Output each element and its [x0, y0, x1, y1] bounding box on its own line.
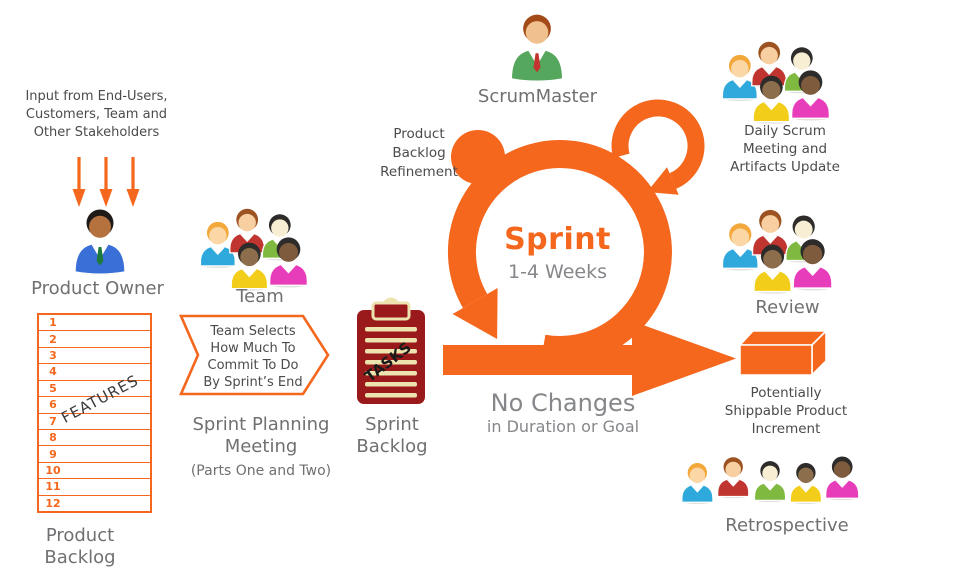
sprint-planning-sublabel: (Parts One and Two)	[190, 463, 332, 479]
output-arrow-head-icon	[632, 321, 736, 396]
product-owner-label: Product Owner	[31, 278, 164, 299]
product-owner-icon	[70, 203, 130, 275]
backlog-row: 5	[39, 381, 150, 398]
refinement-label: Product Backlog Refinement	[380, 126, 458, 180]
backlog-row: 9	[39, 446, 150, 463]
output-arrow-shaft	[443, 345, 635, 375]
daily-scrum-label: Daily Scrum Meeting and Artifacts Update	[730, 123, 840, 175]
backlog-row: 2	[39, 331, 150, 348]
increment-label: Potentially Shippable Product Increment	[724, 385, 848, 437]
sprint-backlog-label: Sprint Backlog	[356, 414, 428, 457]
no-changes-subtitle: in Duration or Goal	[486, 417, 640, 436]
scrum-master-icon	[506, 8, 568, 82]
retrospective-icon	[678, 448, 864, 510]
product-backlog-label: Product Backlog	[44, 525, 116, 568]
product-increment-icon	[740, 331, 827, 376]
input-arrows-icon	[72, 157, 140, 207]
sprint-title: Sprint	[504, 222, 611, 257]
backlog-row: 7	[39, 414, 150, 430]
sprint-planning-label: Sprint Planning Meeting	[192, 414, 330, 457]
review-icon	[718, 206, 856, 295]
backlog-row: 1	[39, 315, 150, 332]
sprint-center-text: Sprint 1-4 Weeks	[470, 222, 645, 283]
backlog-row: 4	[39, 364, 150, 381]
sprint-loop-icon	[447, 139, 672, 364]
sprint-backlog-icon: TASKS	[357, 297, 425, 404]
no-changes-text: No Changes in Duration or Goal	[458, 389, 668, 436]
product-backlog-table: 1 2 3 4 5 6 7 8 9 10 11 12	[37, 313, 152, 513]
backlog-row: 10	[39, 463, 150, 480]
backlog-row: 3	[39, 348, 150, 365]
backlog-row: 8	[39, 430, 150, 447]
daily-loop-arrowhead-icon	[647, 167, 679, 195]
team-icon	[196, 205, 331, 292]
team-label: Team	[236, 286, 284, 307]
backlog-row: 12	[45, 496, 61, 510]
daily-scrum-icon	[718, 38, 853, 125]
planning-chevron-text: Team Selects How Much To Commit To Do By…	[203, 324, 303, 390]
sprint-duration: 1-4 Weeks	[507, 261, 608, 283]
stakeholder-input-note: Input from End-Users, Customers, Team an…	[25, 89, 168, 140]
review-label: Review	[755, 297, 820, 318]
sprint-loop-arrowhead-icon	[452, 288, 498, 339]
scrum-master-label: ScrumMaster	[477, 86, 598, 107]
backlog-row: 11	[39, 479, 150, 496]
backlog-row: 6	[39, 397, 150, 414]
daily-loop-icon	[611, 99, 705, 189]
no-changes-title: No Changes	[490, 389, 636, 417]
retrospective-label: Retrospective	[725, 515, 849, 536]
planning-chevron-shape	[179, 314, 330, 396]
